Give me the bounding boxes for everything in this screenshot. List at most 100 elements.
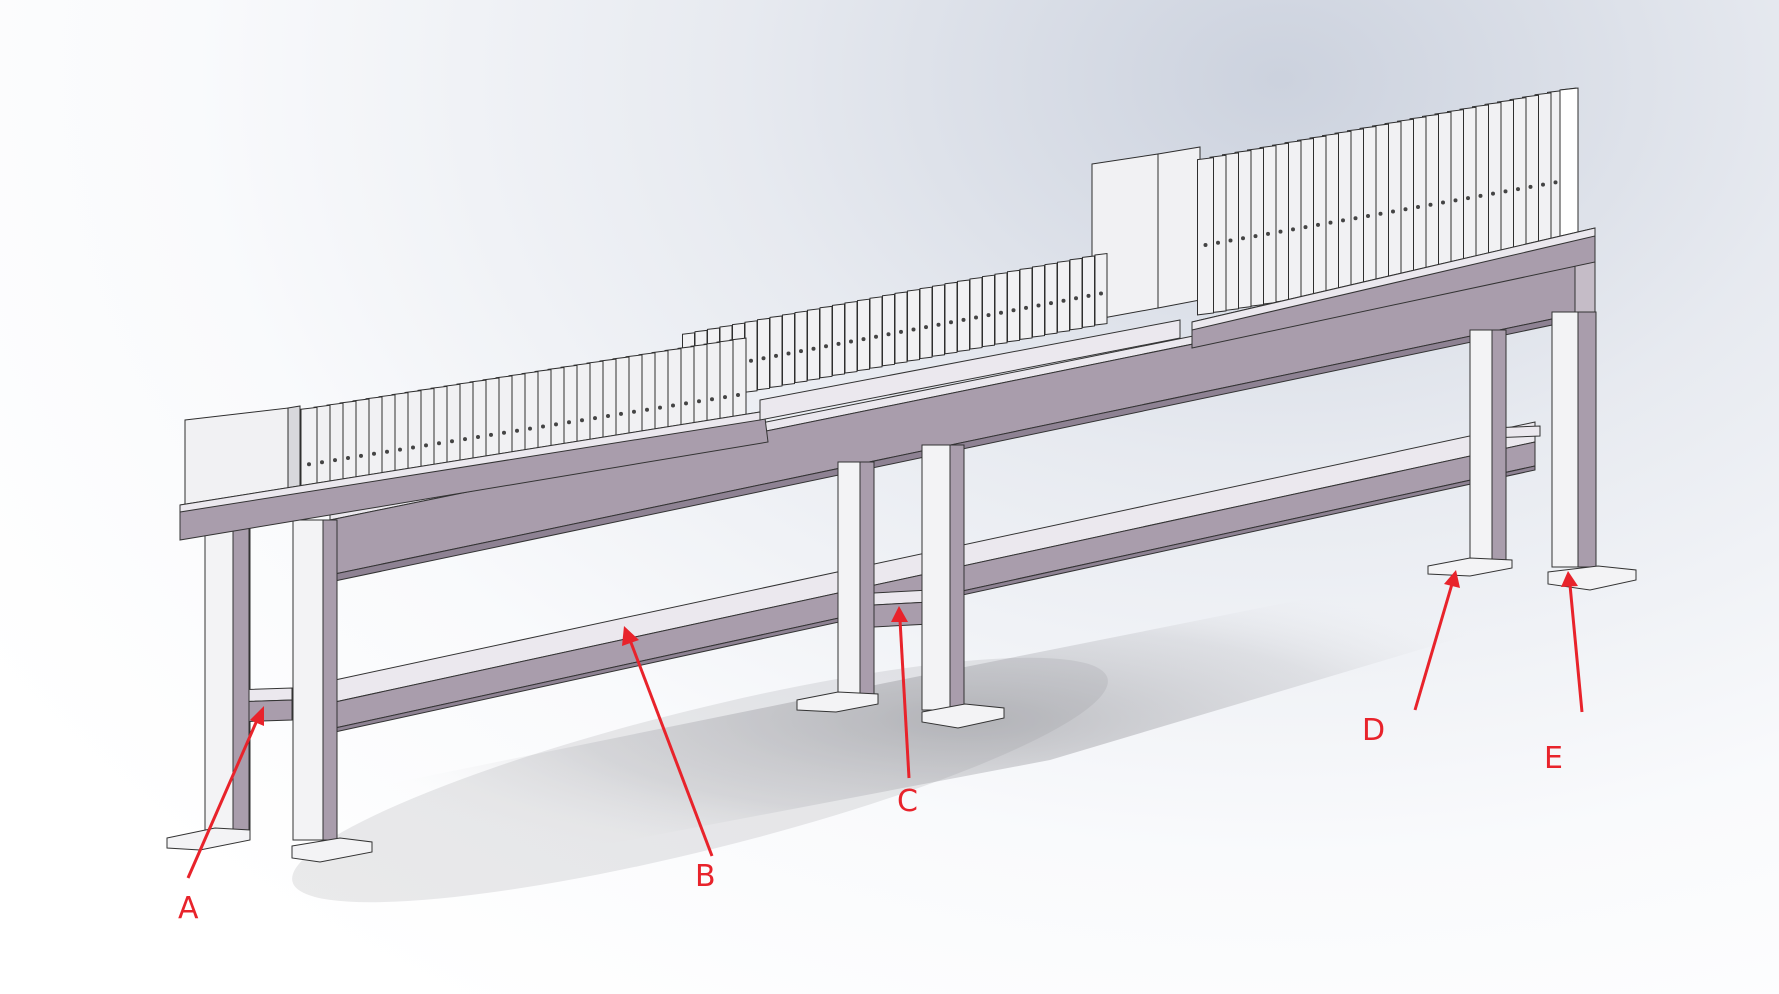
plate-hole <box>515 428 519 433</box>
plate-hole <box>554 422 558 427</box>
plate-hole <box>811 346 816 351</box>
filter-plate <box>782 312 795 386</box>
plate-hole <box>1291 227 1295 232</box>
plate-hole <box>1011 308 1016 313</box>
arrow-B <box>622 626 714 857</box>
filter-plate <box>1057 260 1070 333</box>
label-A: A <box>178 891 199 926</box>
plate-hole <box>1453 198 1458 203</box>
filter-plate <box>1032 264 1045 338</box>
plate-hole <box>593 416 597 421</box>
arrow-E <box>1561 571 1584 713</box>
plate-hole <box>1086 293 1091 298</box>
plate-hole <box>1328 220 1333 225</box>
plate-hole <box>849 339 853 344</box>
plate-hole <box>567 420 571 425</box>
plate-hole <box>1074 296 1078 301</box>
plate-hole <box>359 453 363 458</box>
plate-hole <box>1466 196 1470 201</box>
plate-hole <box>333 458 337 463</box>
filter-plate <box>969 276 983 350</box>
plate-hole <box>411 445 415 450</box>
plate-hole <box>1341 218 1345 223</box>
callout-arrows <box>186 570 1584 879</box>
plate-hole <box>502 430 506 435</box>
label-B: B <box>695 859 716 894</box>
plate-hole <box>836 341 841 346</box>
plate-hole <box>949 320 953 325</box>
plate-hole <box>1203 243 1208 248</box>
plate-hole <box>749 358 753 363</box>
filter-plate <box>1082 255 1095 328</box>
filter-plate <box>819 305 833 379</box>
filter-plate <box>1069 257 1083 331</box>
plate-hole <box>786 351 791 356</box>
filter-plate <box>869 296 883 369</box>
plate-hole <box>723 395 727 400</box>
plate-hole <box>450 439 454 444</box>
filter-plate <box>807 308 820 381</box>
plate-hole <box>1428 202 1433 207</box>
filter-plate <box>757 317 770 391</box>
filter-plate <box>982 274 995 348</box>
plate-hole <box>1516 187 1520 192</box>
plate-hole <box>476 435 480 439</box>
filter-plate <box>894 291 908 364</box>
plate-hole <box>886 332 891 337</box>
plate-hole <box>974 315 978 320</box>
label-E: E <box>1544 741 1563 776</box>
filter-plate <box>944 281 958 355</box>
filter-plate <box>744 320 758 393</box>
filter-plate <box>1094 252 1108 326</box>
plate-hole <box>658 405 662 410</box>
plate-hole <box>463 437 467 442</box>
plate-hole <box>489 432 493 437</box>
plate-hole <box>874 334 878 339</box>
front-legs <box>204 311 1597 841</box>
plate-hole <box>1353 216 1358 221</box>
filter-plate <box>1044 262 1058 336</box>
plate-hole <box>1278 229 1283 234</box>
filter-plate <box>932 284 945 357</box>
label-D: D <box>1362 713 1385 748</box>
plate-hole <box>307 462 311 467</box>
plate-hole <box>1303 225 1308 230</box>
filter-plate <box>844 300 858 374</box>
plate-hole <box>911 327 916 332</box>
plate-hole <box>999 310 1003 315</box>
foot-plates <box>166 557 1637 863</box>
filter-plate <box>994 272 1008 345</box>
plate-hole <box>1416 205 1420 210</box>
plate-hole <box>398 447 402 452</box>
plate-hole <box>1316 222 1320 227</box>
plate-hole <box>541 424 545 429</box>
plate-hole <box>1241 236 1245 241</box>
plate-hole <box>346 456 350 460</box>
plate-hole <box>961 317 966 322</box>
plate-hole <box>824 344 828 349</box>
plate-hole <box>528 426 532 431</box>
filter-plate <box>857 298 870 372</box>
plate-hole <box>1503 189 1508 194</box>
plate-hole <box>710 397 714 402</box>
plate-hole <box>899 329 903 334</box>
filter-plate <box>919 286 933 360</box>
plate-hole <box>697 399 701 404</box>
filter-plate <box>957 279 970 352</box>
plate-hole <box>632 409 636 414</box>
plate-hole <box>1228 238 1233 243</box>
plate-hole <box>1378 211 1383 216</box>
plate-hole <box>986 313 991 318</box>
filter-plate <box>832 303 845 376</box>
plate-hole <box>1528 184 1533 189</box>
filter-plate <box>769 315 783 388</box>
plate-hole <box>924 325 928 330</box>
plate-hole <box>774 353 778 358</box>
plate-hole <box>1049 301 1053 306</box>
plate-hole <box>424 443 428 448</box>
filter-plate <box>882 293 895 367</box>
plate-hole <box>1253 234 1258 239</box>
plate-hole <box>799 349 803 354</box>
filter-plate <box>1007 269 1020 343</box>
